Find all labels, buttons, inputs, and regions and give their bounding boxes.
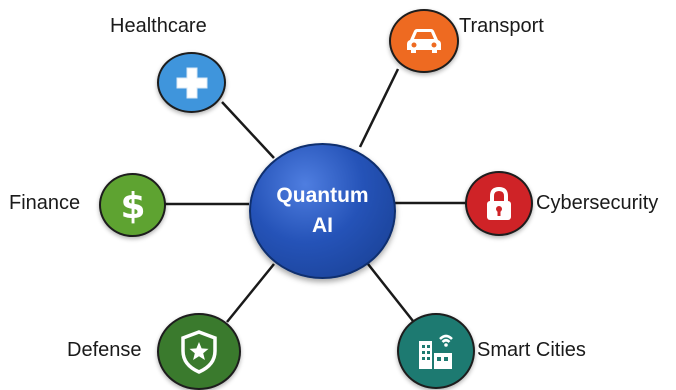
hub-label-line2: AI — [312, 214, 333, 237]
quantum-ai-hub: Quantum AI — [249, 143, 396, 279]
svg-text:$: $ — [120, 186, 145, 225]
defense-node — [157, 313, 241, 390]
connector-transport — [358, 68, 400, 148]
city-wifi-icon — [419, 334, 453, 369]
hub-label-line1: Quantum — [276, 184, 369, 207]
connector-smart-cities — [367, 263, 414, 322]
car-icon — [407, 29, 441, 53]
defense-label: Defense — [67, 339, 142, 361]
smart-cities-node — [397, 313, 475, 389]
smart-cities-label: Smart Cities — [477, 339, 586, 361]
finance-label: Finance — [9, 192, 81, 214]
padlock-icon — [487, 186, 511, 220]
connector-healthcare — [221, 101, 275, 159]
healthcare-label: Healthcare — [110, 15, 207, 37]
cybersecurity-label: Cybersecurity — [536, 192, 659, 214]
finance-node: $ — [99, 173, 166, 237]
shield-star-icon — [181, 329, 217, 374]
medical-cross-icon — [176, 67, 207, 98]
transport-label: Transport — [459, 15, 544, 37]
connector-defense — [226, 263, 275, 323]
transport-node — [389, 9, 459, 73]
dollar-icon: $ — [120, 186, 145, 225]
cybersecurity-node — [465, 171, 533, 236]
healthcare-node — [157, 52, 226, 113]
